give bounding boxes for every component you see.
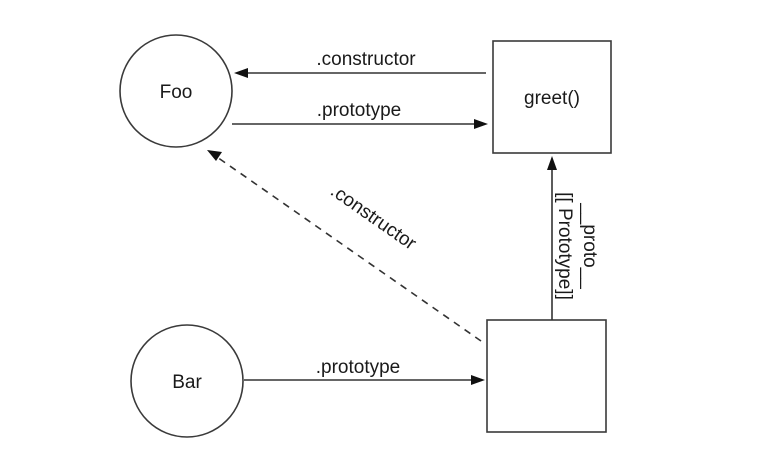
arrowhead-left-icon [234, 68, 248, 78]
constructor-dashed-line [216, 156, 482, 342]
edge-prototype-top: .prototype [232, 100, 488, 129]
arrowhead-up-icon [547, 156, 557, 170]
arrowhead-diagonal-icon [207, 150, 222, 161]
arrowhead-right-icon [474, 119, 488, 129]
edge-constructor-dashed: .constructor [207, 150, 482, 342]
prototype-internal-label: [[ Prototype]] [554, 192, 575, 300]
prototype-label: .prototype [317, 100, 402, 121]
greet-label: greet() [524, 88, 580, 109]
arrowhead-right-icon [471, 375, 485, 385]
constructor-label: .constructor [316, 49, 416, 70]
edge-constructor-top: .constructor [234, 49, 486, 78]
node-bar-prototype[interactable] [486, 319, 607, 433]
bar-label: Bar [172, 372, 202, 393]
foo-circle [119, 34, 233, 148]
node-bar[interactable]: Bar [130, 324, 244, 438]
bar-circle [130, 324, 244, 438]
edge-prototype-bottom: .prototype [244, 357, 485, 385]
proto-label: __proto__ [579, 202, 600, 289]
foo-label: Foo [160, 82, 193, 103]
greet-box [492, 40, 612, 154]
node-greet[interactable]: greet() [492, 40, 612, 154]
bar-prototype-label: .prototype [316, 357, 401, 378]
edge-proto: __proto__ [[ Prototype]] [547, 156, 600, 320]
bar-prototype-box [486, 319, 607, 433]
node-foo[interactable]: Foo [119, 34, 233, 148]
